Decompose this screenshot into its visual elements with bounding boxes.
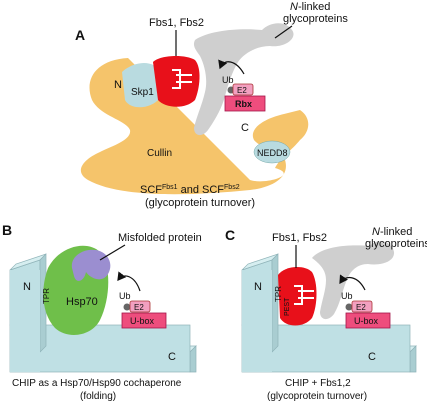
pest-label: PEST [284,297,291,316]
c-glycoprotein-shape [312,241,395,320]
a-c-terminus: C [241,122,249,134]
a-e2-box [232,83,254,96]
b-caption-2: (folding) [80,391,116,402]
skp1-shape [122,63,160,108]
c-ubox-label: U-box [354,316,379,326]
c-sugar-binding-icon [294,285,314,305]
b-e2-box [129,300,151,313]
c-caption-1: CHIP + Fbs1,2 [285,378,351,389]
b-tpr-label: TPR [42,288,51,304]
c-c-terminus: C [368,351,376,363]
rbx-box [224,95,266,112]
misfolded-label: Misfolded protein [118,232,202,244]
a-e2-label: E2 [237,86,247,95]
a-caption-2: (glycoprotein turnover) [145,197,255,209]
panel-b-letter: B [2,222,12,238]
panel-b: B Misfolded protein N TPR Hsp70 Ub E2 U-… [2,222,202,402]
c-ubox-box [345,312,391,329]
c-ub-arrow [339,274,366,291]
glyco-pointer [274,25,293,39]
ub-transfer-arrow [218,59,245,75]
sugar-binding-icon [172,69,192,89]
misfolded-pointer [99,244,126,261]
b-chip-block [9,253,197,373]
c-e2-label: E2 [356,303,366,312]
panel-a-letter: A [75,27,85,43]
panel-a: A Fbs1, Fbs2 N-linked glycoproteins N Sk… [75,1,348,209]
a-caption-1: SCFFbs1 and SCFFbs2 [140,184,240,196]
c-ub-icon [345,303,353,311]
c-fbs-shape [278,266,317,326]
b-ub-arrow [117,271,141,292]
panel-c-letter: C [225,227,235,243]
b-e2-label: E2 [134,303,144,312]
glycoproteins-label: glycoproteins [283,13,348,25]
misfolded-protein-shape [71,249,111,281]
b-caption-1: CHIP as a Hsp70/Hsp90 cochaperone [12,378,182,389]
c-tpr-label: TPR [274,286,283,302]
b-c-terminus: C [168,351,176,363]
b-ub-label: Ub [119,291,131,301]
a-ub-label: Ub [222,75,234,85]
hsp70-label: Hsp70 [66,296,98,308]
c-fbs-label: Fbs1, Fbs2 [272,232,327,244]
c-chip-block [241,253,417,373]
a-n-terminus: N [114,79,122,91]
b-ub-icon [123,303,131,311]
skp1-label: Skp1 [131,87,154,98]
c-nlinked-label: N-linked [372,226,412,238]
nlinked-label: N-linked [290,1,330,13]
b-n-terminus: N [23,281,31,293]
cullin-label: Cullin [147,148,172,159]
rbx-label: Rbx [235,99,252,109]
b-ubox-label: U-box [130,316,155,326]
nedd8-shape [253,140,291,164]
c-ub-label: Ub [341,291,353,301]
c-n-terminus: N [254,281,262,293]
nedd8-label: NEDD8 [257,148,288,158]
b-ubox-box [121,312,167,329]
c-glycoproteins-label: glycoproteins [365,238,427,250]
panel-c: C PEST Fbs1, Fbs2 N-linked glycoproteins… [225,226,427,402]
fbs-label: Fbs1, Fbs2 [149,17,204,29]
glycoprotein-shape [193,23,294,136]
c-e2-box [351,300,373,313]
c-caption-2: (glycoprotein turnover) [267,391,367,402]
